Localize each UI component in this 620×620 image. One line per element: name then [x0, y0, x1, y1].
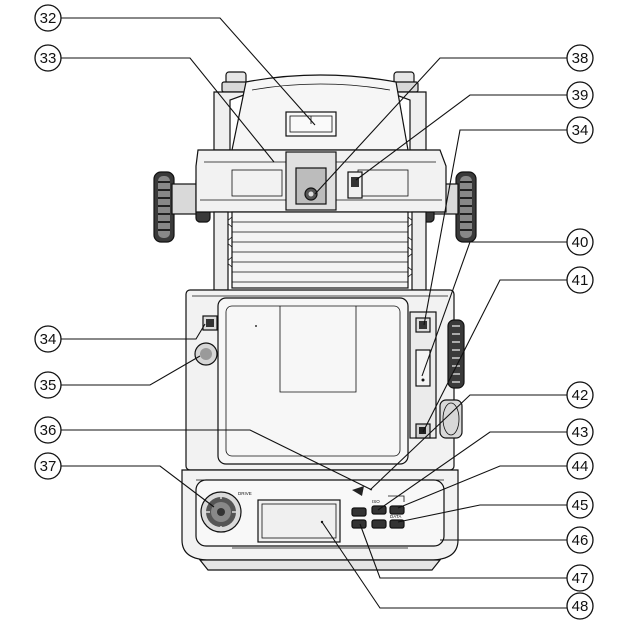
callout-33: 33: [34, 44, 62, 72]
right-side-panel: [409, 311, 437, 439]
svg-text:46: 46: [572, 532, 589, 549]
svg-text:47: 47: [572, 570, 589, 587]
dial-label: DRIVE: [238, 491, 252, 496]
lcd-display: [257, 499, 341, 543]
callout-44: 44: [566, 452, 594, 480]
leader-lines: [61, 17, 568, 609]
btn-b-label: DATA: [390, 514, 401, 519]
svg-text:37: 37: [40, 458, 57, 475]
callout-37: 37: [34, 452, 62, 480]
callout-36: 36: [34, 416, 62, 444]
callout-41: 41: [566, 266, 594, 294]
svg-text:34: 34: [40, 331, 57, 348]
svg-text:40: 40: [572, 234, 589, 251]
callout-46: 46: [566, 526, 594, 554]
svg-text:39: 39: [572, 87, 589, 104]
svg-text:44: 44: [572, 458, 589, 475]
callout-42: 42: [566, 381, 594, 409]
center-mount: [285, 151, 337, 211]
lock-switch: [347, 171, 363, 199]
svg-text:34: 34: [572, 122, 589, 139]
btn-a-label: ISO: [372, 499, 380, 504]
button-cluster: [351, 486, 405, 529]
svg-text:43: 43: [572, 424, 589, 441]
mode-dial: [200, 491, 242, 533]
callout-39: 39: [566, 81, 594, 109]
callouts: 32 33 38 39 34 40 41 34: [34, 4, 594, 620]
bellows: [225, 211, 415, 289]
svg-text:33: 33: [40, 50, 57, 67]
svg-text:41: 41: [572, 272, 589, 289]
callout-34-left: 34: [34, 325, 62, 353]
svg-text:35: 35: [40, 377, 57, 394]
svg-text:48: 48: [572, 598, 589, 615]
camera-illustration: DRIVE ISO DATA: [153, 71, 477, 571]
svg-text:32: 32: [40, 10, 57, 27]
callout-43: 43: [566, 418, 594, 446]
callout-45: 45: [566, 491, 594, 519]
focusing-screen: [217, 297, 409, 465]
round-release-button: [194, 342, 218, 366]
callout-40: 40: [566, 228, 594, 256]
svg-text:42: 42: [572, 387, 589, 404]
callout-38: 38: [566, 44, 594, 72]
right-side-dial: [439, 319, 465, 439]
svg-text:38: 38: [572, 50, 589, 67]
callout-35: 35: [34, 371, 62, 399]
svg-text:36: 36: [40, 422, 57, 439]
callout-32: 32: [34, 4, 62, 32]
callout-48: 48: [566, 592, 594, 620]
callout-34-top: 34: [566, 116, 594, 144]
callout-47: 47: [566, 564, 594, 592]
svg-text:45: 45: [572, 497, 589, 514]
